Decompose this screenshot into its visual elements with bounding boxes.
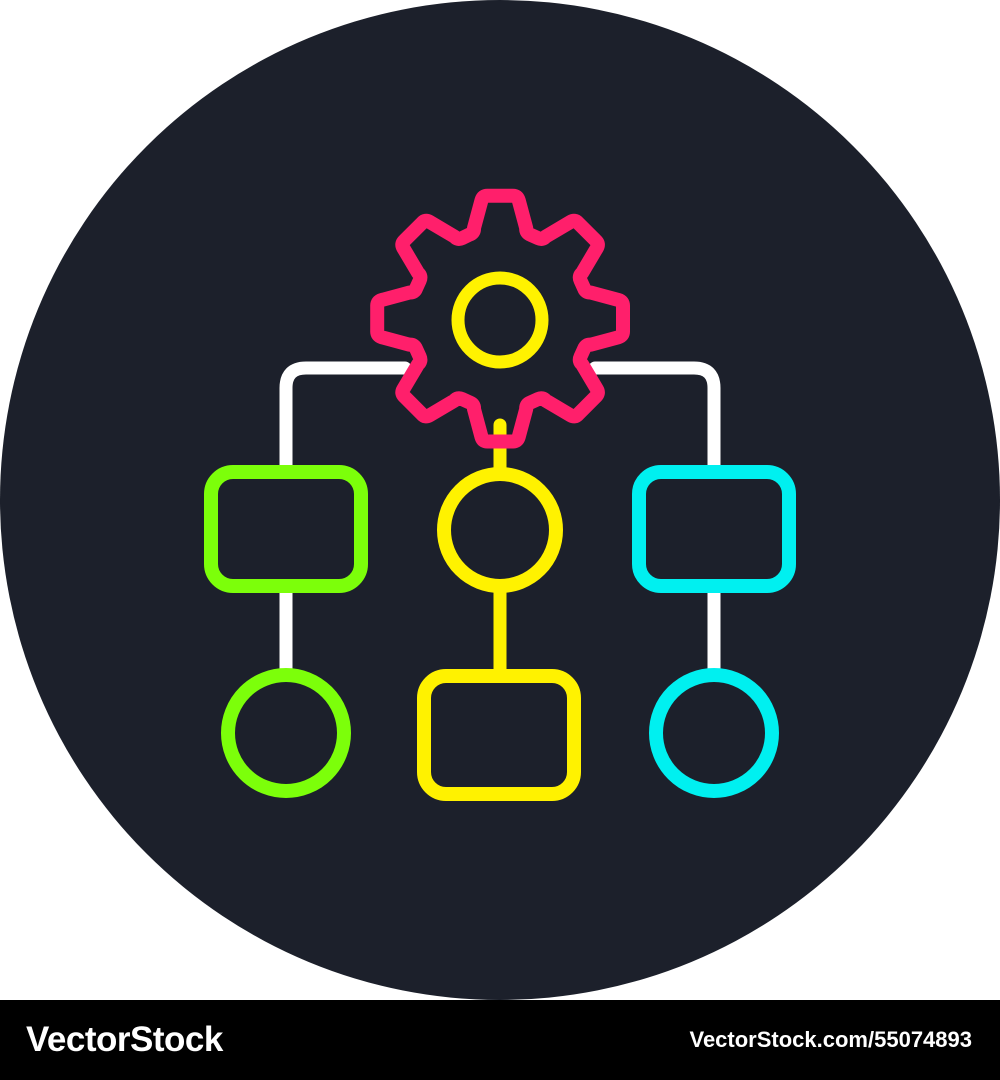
gear-icon [370, 188, 630, 449]
right-process-box [632, 465, 796, 593]
watermark-footer: VectorStock VectorStock.com/55074893 [0, 1000, 1000, 1080]
branch-connectors [279, 361, 721, 679]
image-reference: VectorStock.com/55074893 [689, 1027, 972, 1052]
right-terminal-circle [649, 668, 779, 798]
brand-label: VectorStock [26, 1020, 223, 1059]
gear-center-circle [451, 271, 549, 369]
icon-stage [0, 0, 1000, 1000]
left-process-box [204, 465, 368, 593]
center-decision-circle [437, 467, 563, 593]
background-circle [0, 0, 1000, 1000]
center-process-box [417, 669, 581, 801]
left-connector [279, 361, 412, 479]
left-terminal-circle [221, 668, 351, 798]
workflow-icon [0, 0, 1000, 1000]
right-connector [588, 361, 721, 479]
